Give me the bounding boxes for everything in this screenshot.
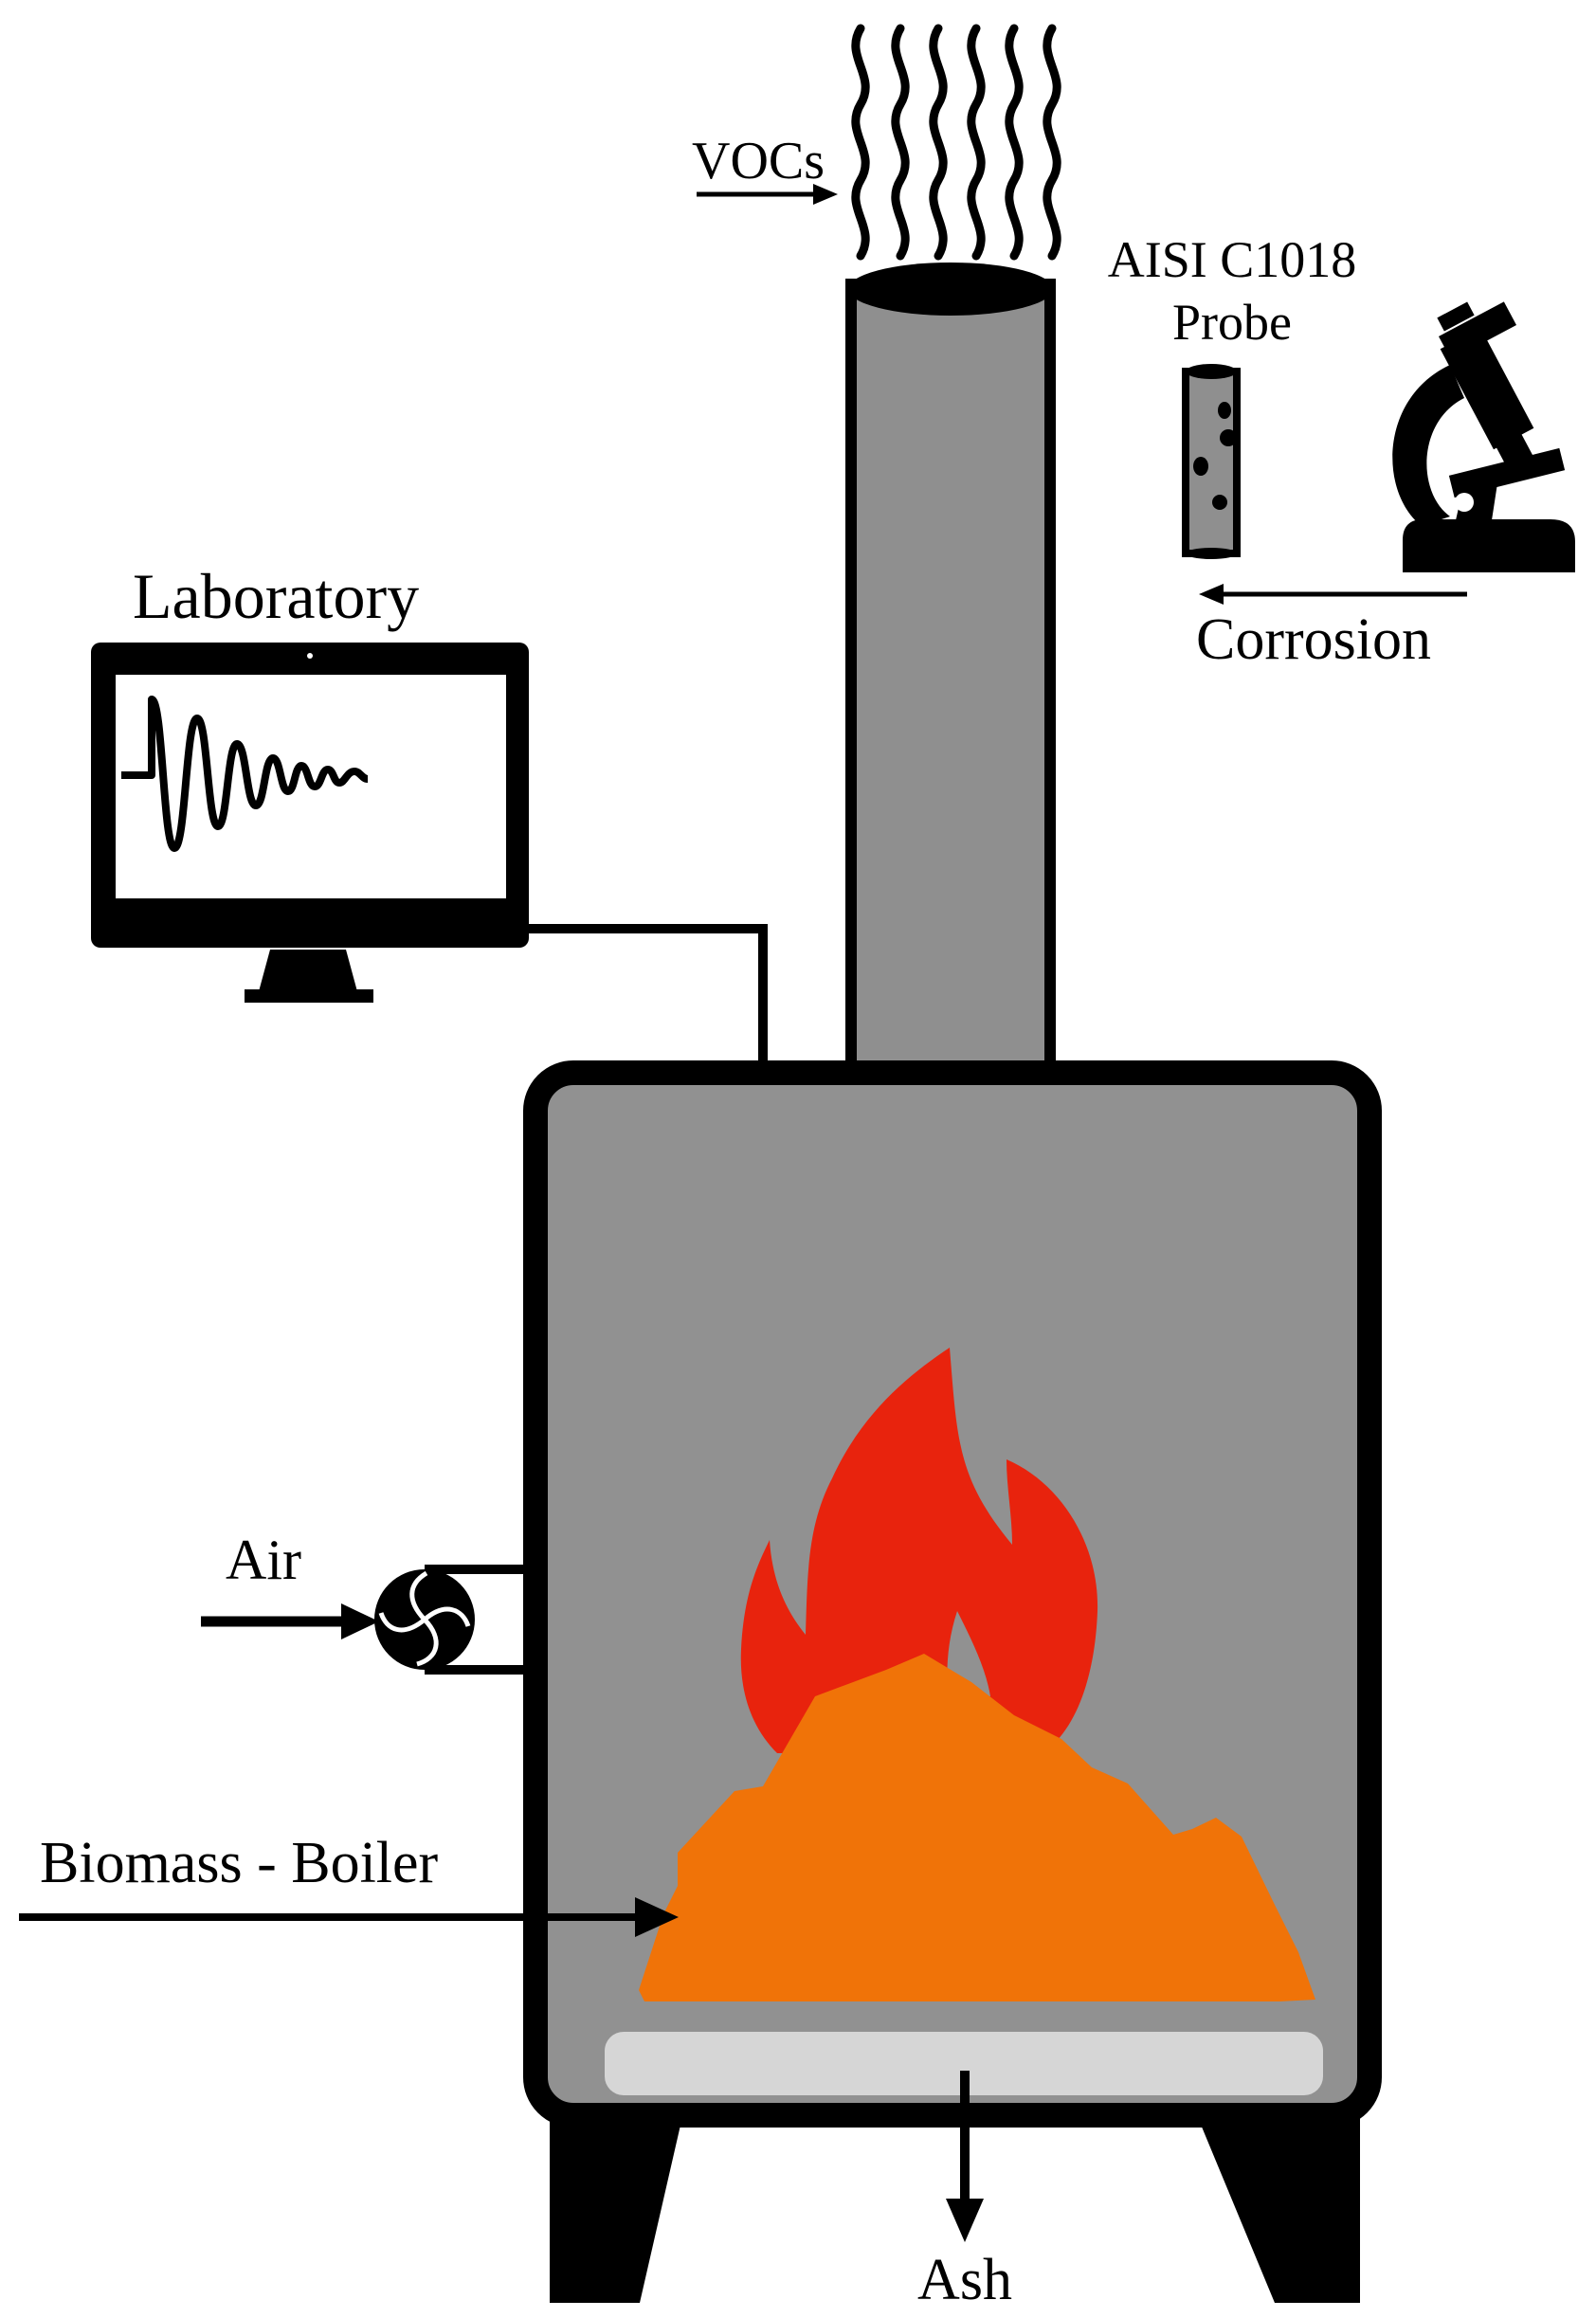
corrosion-label: Corrosion [1196, 607, 1431, 672]
vocs-arrow [697, 184, 838, 205]
biomass-boiler-label: Biomass - Boiler [40, 1831, 439, 1895]
voc-smoke-lines [851, 24, 1061, 261]
biomass-pile [639, 1654, 1315, 2001]
probe-label-line1: AISI C1018 [1108, 231, 1357, 288]
sensor-cable [527, 924, 768, 1092]
boiler-leg-right [1194, 2109, 1360, 2303]
corrosion-arrow [1199, 584, 1467, 605]
air-label: Air [226, 1529, 301, 1591]
laboratory-label: Laboratory [133, 560, 419, 632]
signal-waveform [121, 696, 369, 852]
monitor-icon [91, 643, 529, 1003]
probe-label-line2: Probe [1172, 294, 1292, 351]
ash-tray [605, 2032, 1323, 2095]
ash-arrow [946, 2071, 984, 2242]
microscope-icon [1392, 301, 1575, 572]
ash-label: Ash [917, 2248, 1012, 2312]
chimney [845, 263, 1056, 1096]
fan-icon [374, 1565, 527, 1675]
air-arrow [201, 1603, 379, 1639]
biomass-input-arrow [19, 1897, 679, 1937]
boiler-leg-left [550, 2109, 684, 2303]
vocs-label: VOCs [692, 132, 825, 190]
probe-icon [1182, 364, 1241, 559]
